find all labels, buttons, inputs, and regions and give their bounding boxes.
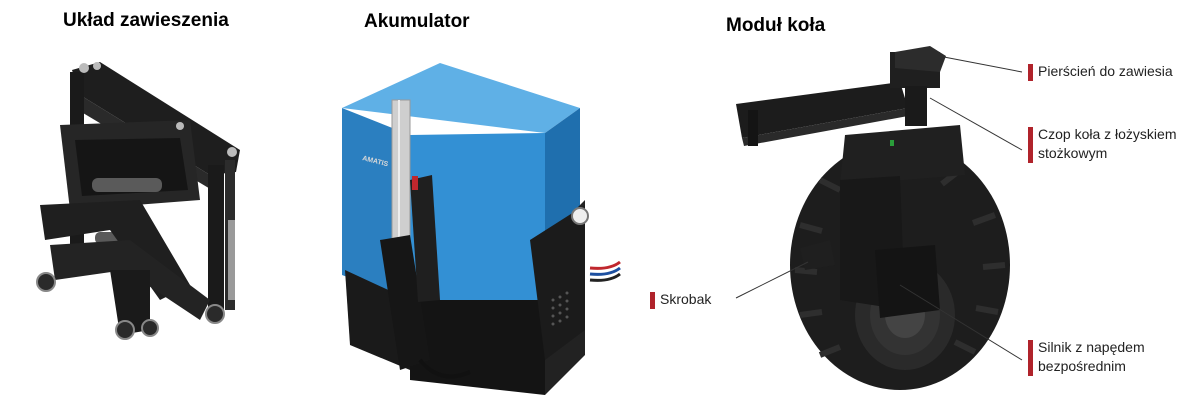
callout-motor-label: Silnik z napędem bezpośrednim — [1038, 339, 1145, 374]
wheel-module-illustration — [736, 46, 1010, 390]
wheel-module-title: Moduł koła — [726, 15, 826, 36]
suspension-title: Układ zawieszenia — [63, 10, 229, 31]
callout-marker — [650, 292, 655, 309]
leader-line-kingpin — [929, 97, 1023, 151]
callout-scraper: Skrobak — [650, 290, 750, 309]
callout-scraper-label: Skrobak — [660, 291, 712, 307]
suspension-illustration — [36, 62, 240, 340]
leader-lines — [735, 56, 1023, 361]
battery-title: Akumulator — [364, 11, 470, 32]
battery-illustration: AMATIS — [342, 63, 621, 395]
leader-line-motor — [899, 284, 1023, 361]
leader-line-ring — [943, 56, 1023, 73]
leader-line-scraper — [735, 261, 809, 299]
callout-marker — [1028, 64, 1033, 81]
callout-marker — [1028, 340, 1033, 376]
callout-marker — [1028, 127, 1033, 163]
callout-ring: Pierścień do zawiesia — [1028, 62, 1198, 81]
callout-ring-label: Pierścień do zawiesia — [1038, 63, 1173, 79]
callout-motor: Silnik z napędem bezpośrednim — [1028, 338, 1178, 376]
callout-kingpin: Czop koła z łożyskiem stożkowym — [1028, 125, 1198, 163]
callout-kingpin-label: Czop koła z łożyskiem stożkowym — [1038, 126, 1177, 161]
